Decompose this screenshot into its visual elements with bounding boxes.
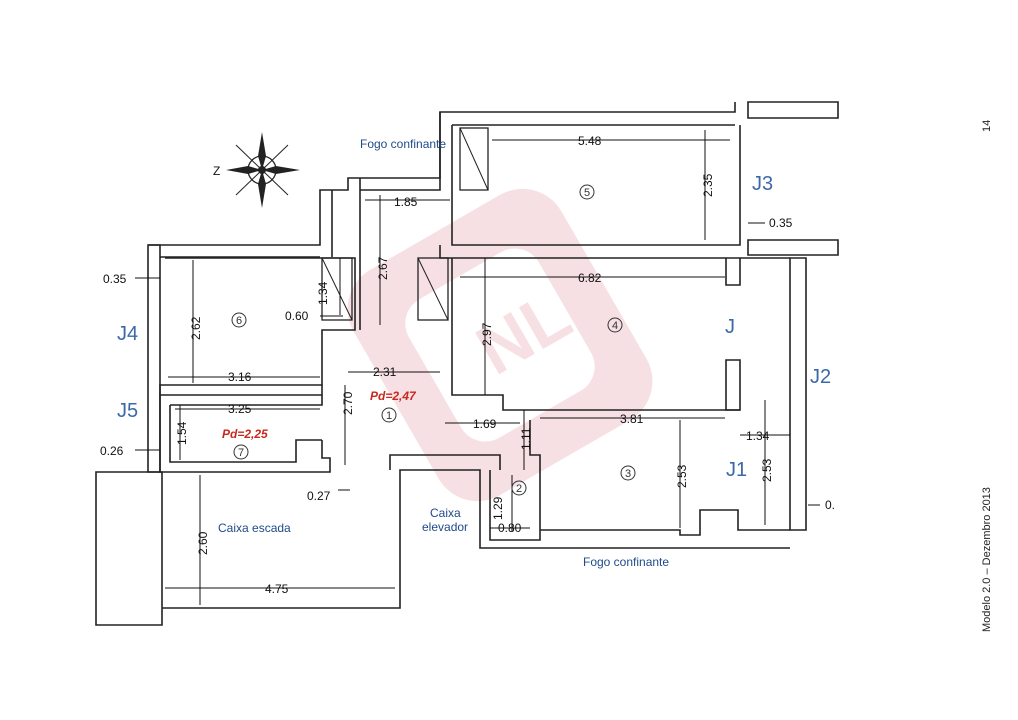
dim-2-53-left: 2.53 — [675, 464, 689, 488]
dim-2-35: 2.35 — [701, 173, 715, 197]
dim-0-80: 0.80 — [498, 521, 522, 535]
room-markers — [231, 184, 636, 496]
compass-letter: Z — [213, 164, 220, 178]
dim-5-48: 5.48 — [578, 134, 602, 148]
dim-2-62: 2.62 — [189, 316, 203, 340]
dim-1-34-right: 1.34 — [746, 429, 770, 443]
compass-rose-icon — [226, 132, 300, 208]
dim-1-69: 1.69 — [473, 417, 497, 431]
dim-0-cut: 0. — [825, 498, 835, 512]
window-j1: J1 — [726, 459, 747, 481]
dimension-lines — [135, 130, 820, 605]
dim-6-82: 6.82 — [578, 271, 602, 285]
fixtures — [321, 127, 489, 321]
dim-2-31: 2.31 — [373, 365, 397, 379]
window-j4: J4 — [117, 323, 138, 345]
room-6: 6 — [236, 315, 242, 327]
walls — [95, 101, 839, 626]
dim-1-11: 1.11 — [519, 427, 533, 450]
dim-2-67: 2.67 — [376, 256, 390, 280]
dim-3-25: 3.25 — [228, 402, 252, 416]
page-number: 14 — [981, 120, 993, 132]
room-5: 5 — [584, 187, 590, 199]
label-fogo-confinante-top: Fogo confinante — [360, 137, 446, 151]
dimension-labels: 5.48 2.35 0.35 1.85 2.67 6.82 2.97 0.35 … — [100, 134, 835, 596]
label-caixa-escada: Caixa escada — [218, 521, 291, 535]
dim-0-27: 0.27 — [307, 489, 331, 503]
room-3: 3 — [625, 468, 631, 480]
dim-1-54: 1.54 — [175, 421, 189, 445]
dim-2-53-right: 2.53 — [760, 458, 774, 482]
footer-model-date: Modelo 2.0 – Dezembro 2013 — [981, 487, 993, 632]
dim-4-75: 4.75 — [265, 582, 289, 596]
dim-3-16: 3.16 — [228, 370, 252, 384]
dim-1-29: 1.29 — [491, 496, 505, 520]
room-1: 1 — [386, 410, 392, 422]
room-2: 2 — [516, 483, 522, 495]
dim-2-97: 2.97 — [480, 322, 494, 346]
pd-room-7: Pd=2,25 — [222, 427, 268, 441]
dim-1-85: 1.85 — [394, 195, 418, 209]
dim-0-35-left: 0.35 — [103, 272, 127, 286]
dim-0-60: 0.60 — [285, 309, 309, 323]
label-fogo-confinante-bottom: Fogo confinante — [583, 555, 669, 569]
room-4: 4 — [612, 320, 618, 332]
label-caixa-elevador-2: elevador — [422, 520, 468, 534]
dim-2-70: 2.70 — [341, 391, 355, 415]
dim-3-81: 3.81 — [620, 412, 644, 426]
dim-1-34-top: 1.34 — [316, 281, 330, 305]
window-j2: J2 — [810, 366, 831, 388]
label-caixa-elevador-1: Caixa — [430, 506, 461, 520]
window-j5: J5 — [117, 400, 138, 422]
dim-0-26: 0.26 — [100, 444, 124, 458]
window-j3: J3 — [752, 173, 773, 195]
dim-2-60: 2.60 — [196, 531, 210, 555]
window-j: J — [725, 316, 735, 338]
room-7: 7 — [238, 447, 244, 459]
pd-room-1: Pd=2,47 — [370, 389, 417, 403]
dim-0-35-right: 0.35 — [769, 216, 793, 230]
